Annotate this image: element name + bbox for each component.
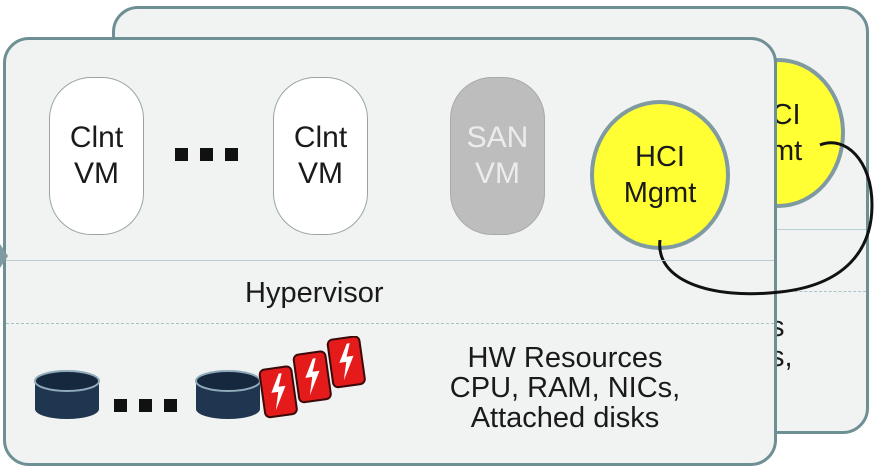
disk-ellipsis-dots [114, 399, 177, 412]
hypervisor-label: Hypervisor [245, 277, 384, 309]
hypervisor-top-divider [6, 260, 774, 261]
connector-arrow-fragment [0, 244, 8, 268]
back-node-divider-dashed [770, 291, 866, 292]
san-vm: SAN VM [450, 77, 545, 235]
front-node-hci-mgmt-label: HCI Mgmt [623, 141, 697, 209]
client-vm-2-label: Clnt VM [293, 121, 348, 190]
hw-resources-label: HW Resources CPU, RAM, NICs, Attached di… [449, 342, 681, 434]
flash-drive-icon [258, 336, 366, 419]
mgmt-link-curve [658, 141, 874, 296]
client-vm-1: Clnt VM [49, 77, 144, 235]
ellipsis-dots [175, 148, 238, 161]
front-node-hci-mgmt: HCI Mgmt [590, 100, 730, 250]
san-vm-label: SAN VM [466, 121, 529, 190]
back-node-divider [770, 229, 866, 230]
hypervisor-bottom-divider [6, 323, 774, 324]
client-vm-1-label: Clnt VM [69, 121, 124, 190]
disk-drive-icon-2 [195, 370, 261, 419]
disk-drive-icon [34, 370, 100, 419]
client-vm-2: Clnt VM [273, 77, 368, 235]
